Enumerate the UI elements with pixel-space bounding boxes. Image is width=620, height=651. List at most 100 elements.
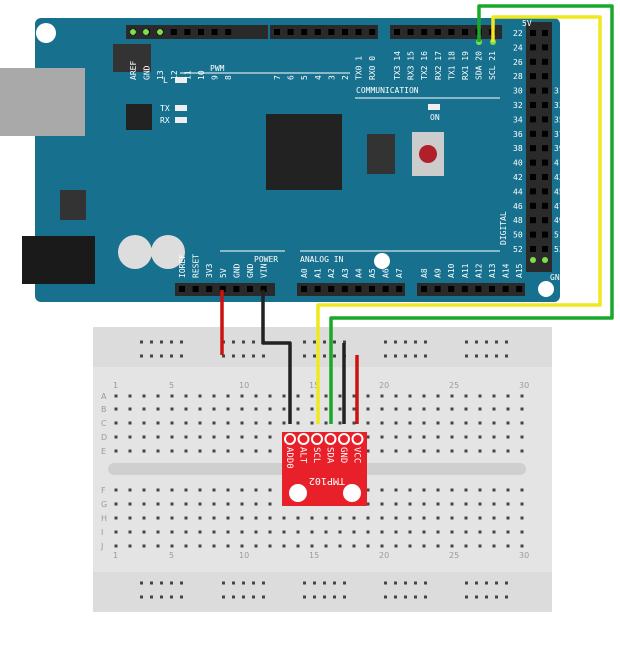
breadboard-hole[interactable] bbox=[408, 394, 412, 398]
breadboard-hole[interactable] bbox=[142, 530, 146, 534]
header-pin[interactable] bbox=[475, 286, 482, 292]
breadboard-hole[interactable] bbox=[352, 516, 356, 520]
breadboard-hole[interactable] bbox=[310, 544, 314, 548]
rail-hole[interactable] bbox=[170, 340, 173, 344]
breadboard-hole[interactable] bbox=[254, 516, 258, 520]
breadboard-hole[interactable] bbox=[520, 502, 524, 506]
rail-hole[interactable] bbox=[495, 354, 498, 358]
rail-hole[interactable] bbox=[252, 581, 255, 585]
rail-hole[interactable] bbox=[404, 595, 407, 599]
breadboard-hole[interactable] bbox=[184, 407, 188, 411]
header-pin[interactable] bbox=[542, 174, 548, 180]
breadboard-hole[interactable] bbox=[352, 421, 356, 425]
breadboard-hole[interactable] bbox=[450, 530, 454, 534]
breadboard-hole[interactable] bbox=[254, 449, 258, 453]
breadboard-hole[interactable] bbox=[114, 407, 118, 411]
header-pin[interactable] bbox=[328, 29, 335, 35]
rail-hole[interactable] bbox=[180, 595, 183, 599]
breadboard-hole[interactable] bbox=[268, 449, 272, 453]
breadboard-hole[interactable] bbox=[450, 488, 454, 492]
breadboard-hole[interactable] bbox=[240, 435, 244, 439]
header-pin[interactable] bbox=[530, 87, 536, 94]
breadboard-hole[interactable] bbox=[268, 394, 272, 398]
header-pin[interactable] bbox=[542, 188, 548, 195]
rail-hole[interactable] bbox=[313, 340, 316, 344]
wire-green-sda[interactable] bbox=[329, 4, 614, 424]
rail-hole[interactable] bbox=[232, 581, 235, 585]
header-pin[interactable] bbox=[192, 286, 199, 292]
breadboard-hole[interactable] bbox=[506, 488, 510, 492]
breadboard-hole[interactable] bbox=[114, 421, 118, 425]
breadboard-hole[interactable] bbox=[450, 435, 454, 439]
breadboard-hole[interactable] bbox=[478, 449, 482, 453]
rail-hole[interactable] bbox=[485, 354, 488, 358]
breadboard-hole[interactable] bbox=[296, 421, 300, 425]
breadboard-hole[interactable] bbox=[310, 516, 314, 520]
breadboard-hole[interactable] bbox=[506, 449, 510, 453]
rail-hole[interactable] bbox=[394, 340, 397, 344]
header-pin[interactable] bbox=[314, 29, 321, 35]
rail-hole[interactable] bbox=[475, 340, 478, 344]
breadboard-hole[interactable] bbox=[170, 435, 174, 439]
rail-hole[interactable] bbox=[222, 581, 225, 585]
breadboard-hole[interactable] bbox=[366, 449, 370, 453]
header-pin[interactable] bbox=[542, 58, 548, 65]
breadboard-hole[interactable] bbox=[352, 544, 356, 548]
header-pin[interactable] bbox=[542, 87, 548, 94]
breadboard-hole[interactable] bbox=[520, 394, 524, 398]
breadboard-hole[interactable] bbox=[492, 421, 496, 425]
breadboard-hole[interactable] bbox=[282, 544, 286, 548]
header-pin[interactable] bbox=[219, 286, 226, 292]
breadboard-hole[interactable] bbox=[352, 407, 356, 411]
breadboard-hole[interactable] bbox=[422, 544, 426, 548]
header-pin[interactable] bbox=[184, 29, 191, 35]
header-pin[interactable] bbox=[542, 130, 548, 137]
rail-hole[interactable] bbox=[424, 595, 427, 599]
header-pin[interactable] bbox=[260, 286, 267, 292]
rail-hole[interactable] bbox=[414, 340, 417, 344]
wire-yellow-scl[interactable] bbox=[316, 15, 602, 424]
header-pin[interactable] bbox=[542, 159, 548, 166]
breadboard-hole[interactable] bbox=[296, 516, 300, 520]
header-pin[interactable] bbox=[530, 174, 536, 180]
rail-hole[interactable] bbox=[180, 354, 183, 358]
breadboard-hole[interactable] bbox=[394, 394, 398, 398]
breadboard-hole[interactable] bbox=[324, 530, 328, 534]
rail-hole[interactable] bbox=[242, 340, 245, 344]
header-pin[interactable] bbox=[542, 30, 548, 36]
breadboard-hole[interactable] bbox=[268, 488, 272, 492]
breadboard-hole[interactable] bbox=[464, 407, 468, 411]
breadboard-hole[interactable] bbox=[492, 449, 496, 453]
header-pin[interactable] bbox=[274, 29, 280, 35]
header-pin[interactable] bbox=[461, 286, 468, 292]
breadboard-hole[interactable] bbox=[338, 516, 342, 520]
breadboard-hole[interactable] bbox=[394, 502, 398, 506]
breadboard-hole[interactable] bbox=[212, 394, 216, 398]
breadboard-hole[interactable] bbox=[296, 544, 300, 548]
breadboard-hole[interactable] bbox=[114, 544, 118, 548]
header-pin[interactable] bbox=[342, 29, 348, 35]
breadboard-hole[interactable] bbox=[338, 544, 342, 548]
header-pin[interactable] bbox=[516, 286, 523, 292]
breadboard-hole[interactable] bbox=[142, 407, 146, 411]
breadboard-hole[interactable] bbox=[478, 407, 482, 411]
breadboard-hole[interactable] bbox=[142, 435, 146, 439]
rail-hole[interactable] bbox=[424, 581, 427, 585]
header-pin[interactable] bbox=[314, 286, 321, 292]
header-pin[interactable] bbox=[530, 159, 536, 166]
breadboard-hole[interactable] bbox=[184, 421, 188, 425]
rail-hole[interactable] bbox=[303, 340, 306, 344]
breadboard-hole[interactable] bbox=[436, 449, 440, 453]
breadboard-hole[interactable] bbox=[254, 502, 258, 506]
rail-hole[interactable] bbox=[150, 595, 153, 599]
header-pin[interactable] bbox=[328, 286, 335, 292]
rail-hole[interactable] bbox=[232, 595, 235, 599]
breadboard-hole[interactable] bbox=[212, 449, 216, 453]
rail-hole[interactable] bbox=[323, 354, 326, 358]
breadboard-hole[interactable] bbox=[310, 421, 314, 425]
breadboard-hole[interactable] bbox=[478, 421, 482, 425]
rail-hole[interactable] bbox=[140, 354, 143, 358]
rail-hole[interactable] bbox=[170, 581, 173, 585]
breadboard-hole[interactable] bbox=[408, 530, 412, 534]
breadboard-hole[interactable] bbox=[156, 488, 160, 492]
